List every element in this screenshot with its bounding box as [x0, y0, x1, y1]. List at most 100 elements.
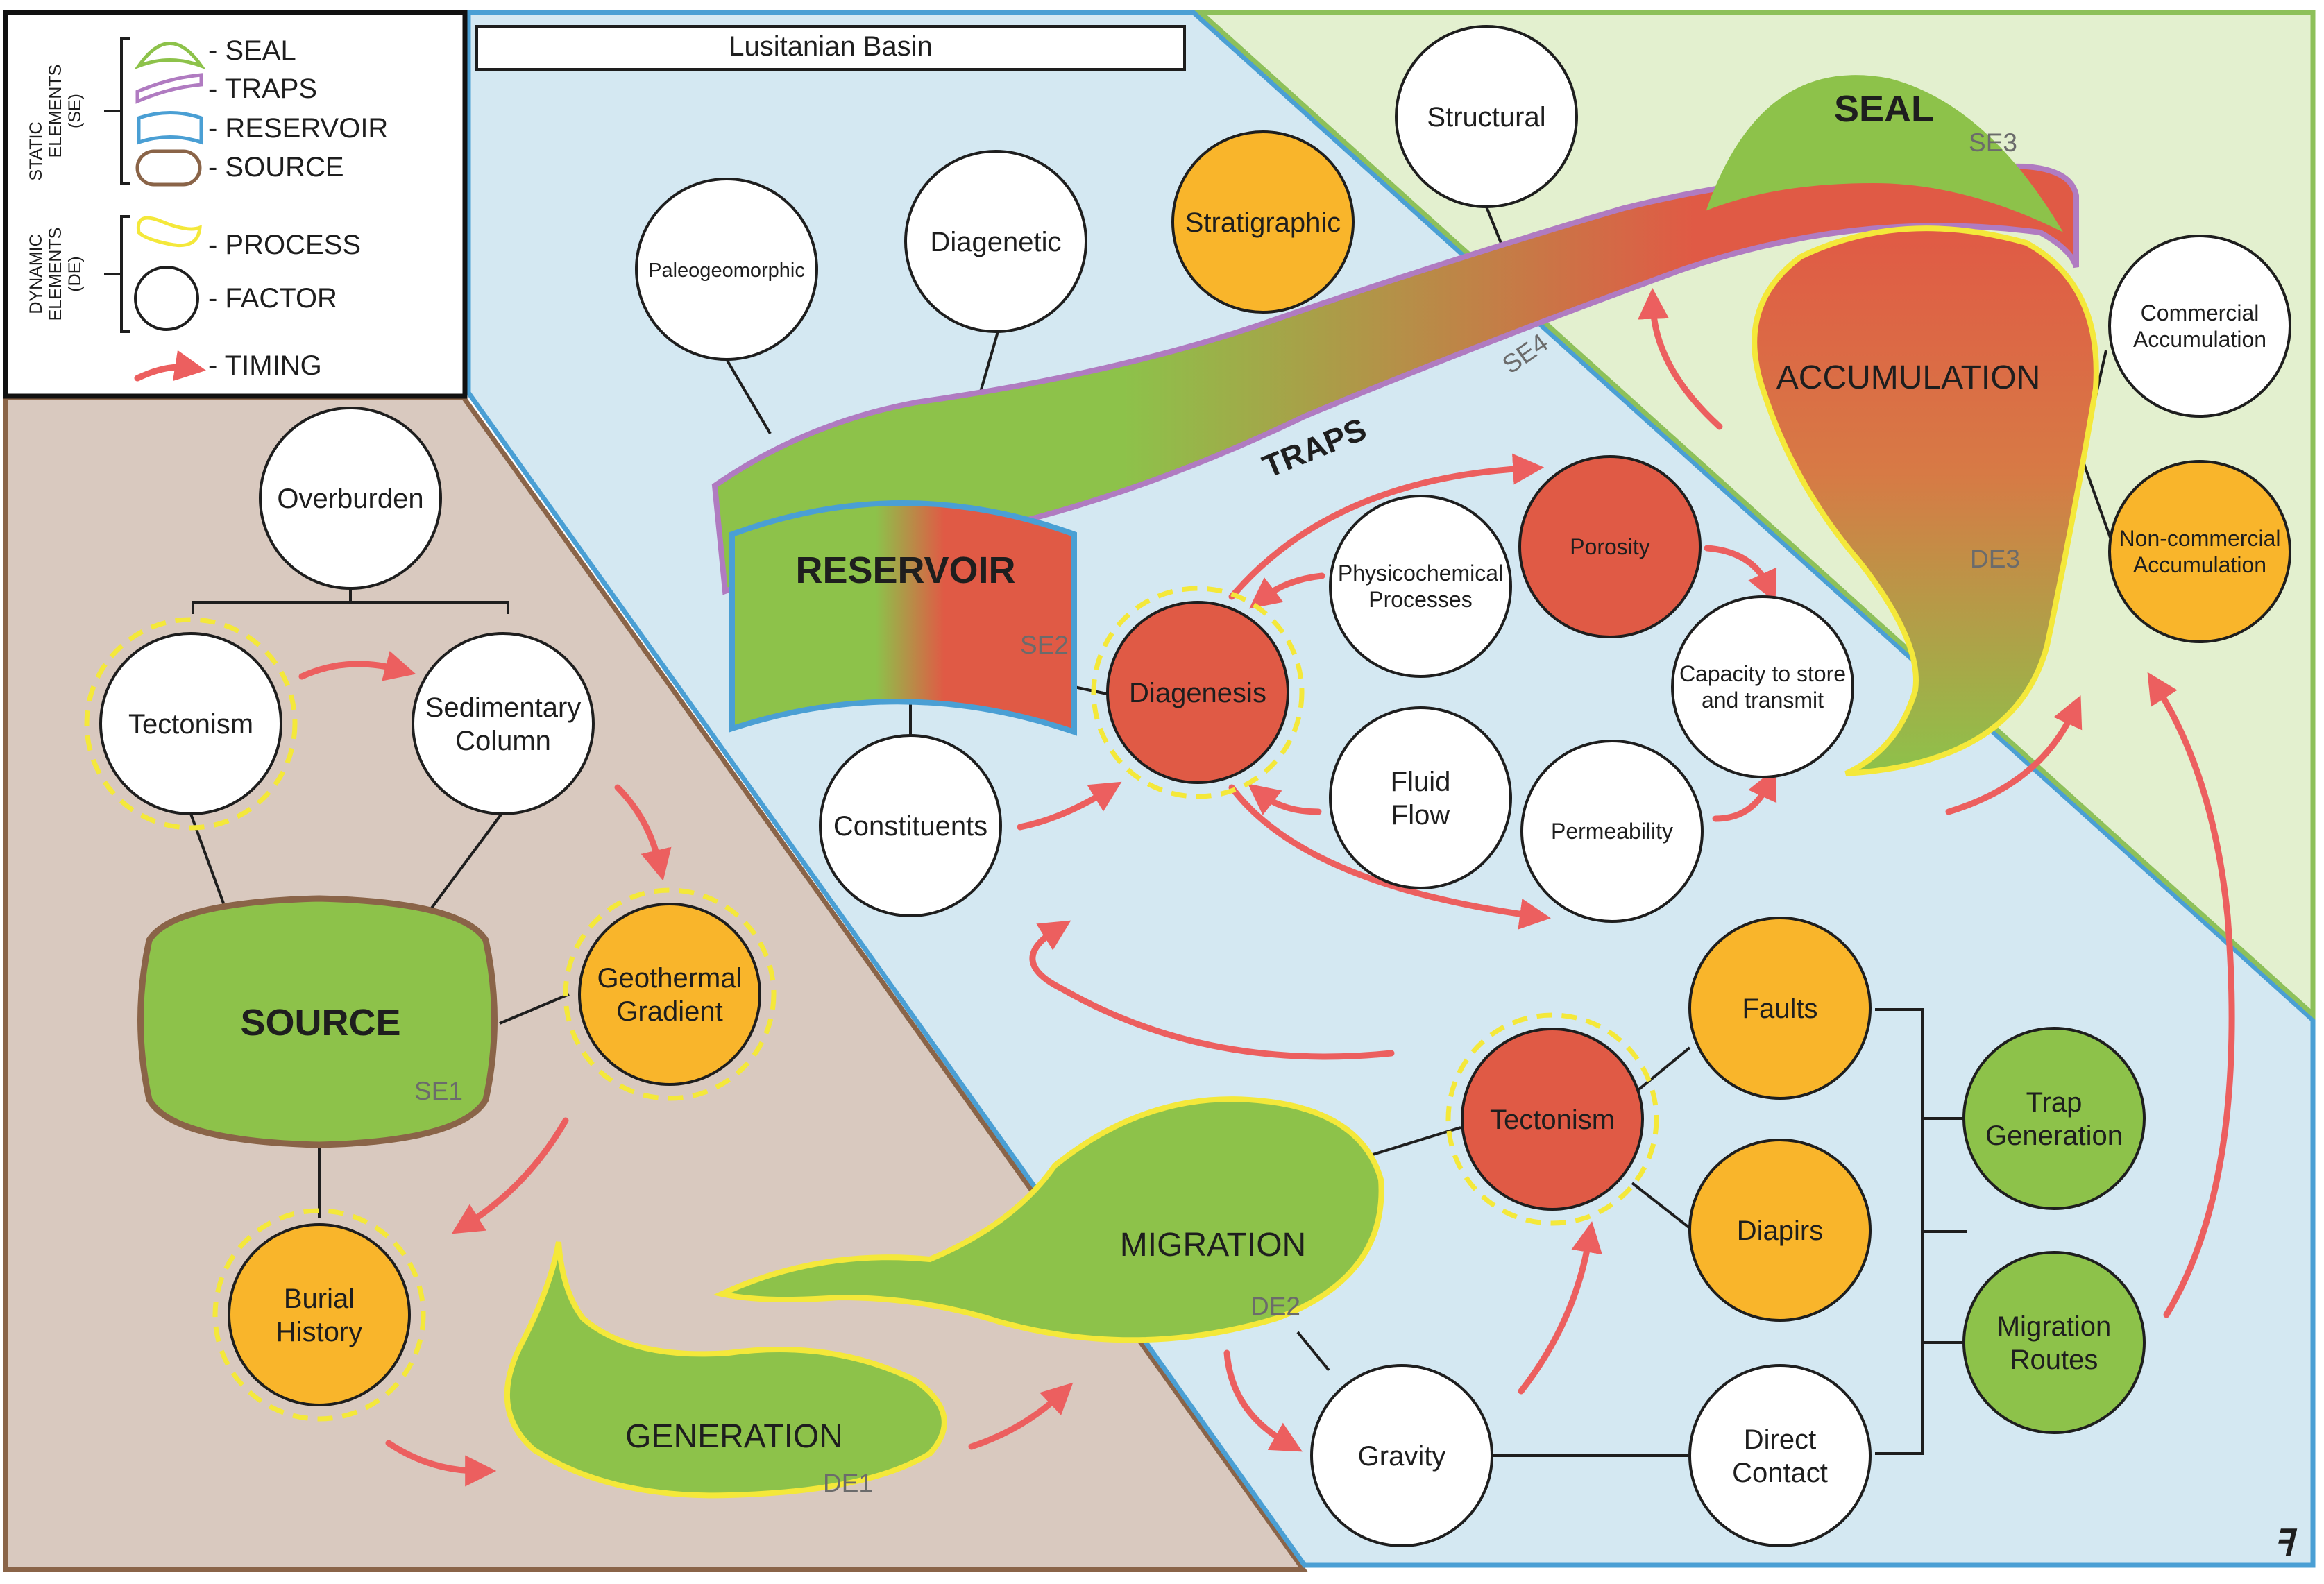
factor-structural-label: Structural [1427, 102, 1545, 133]
legend-item-timing: - TIMING [208, 350, 322, 381]
factor-diagenetic-circle [904, 150, 1087, 333]
timing-arrow [451, 1117, 569, 1234]
factor-porosity-label: Porosity [1570, 534, 1650, 559]
legend: STATIC ELEMENTS (SE) DYNAMIC ELEMENTS (D… [26, 35, 388, 382]
factor-tectonism-migration-circle [1461, 1028, 1644, 1211]
generation-shape [504, 1241, 947, 1499]
factor-geothermal-gradient-process-ring [563, 887, 777, 1101]
seal-label: SEAL [1834, 88, 1934, 130]
factor-overburden: Overburden [259, 407, 442, 590]
factor-direct-contact-label: Contact [1732, 1458, 1828, 1488]
factor-permeability-circle [1520, 740, 1704, 923]
connector-geothermal-source [499, 993, 570, 1025]
factor-diagenesis: Diagenesis [1091, 586, 1305, 799]
factor-geothermal-gradient-label: Geothermal [597, 963, 743, 994]
factor-tectonism-source-label: Tectonism [128, 709, 253, 740]
factor-burial-history-circle [228, 1223, 411, 1406]
factor-trap-generation-label: Trap [2026, 1087, 2083, 1118]
source-code: SE1 [414, 1077, 463, 1105]
connector-tectonism-source [187, 808, 227, 910]
factor-direct-contact-circle [1688, 1364, 1872, 1547]
generation-code: DE1 [823, 1469, 873, 1497]
seal-code: SE3 [1969, 128, 2017, 157]
factor-structural: Structural [1395, 25, 1578, 208]
factor-direct-contact-label: Direct [1744, 1424, 1816, 1455]
factor-sedimentary-column-circle [412, 632, 595, 815]
factor-geothermal-gradient-circle [578, 903, 761, 1086]
timing-arrow [298, 651, 416, 681]
connector-tectonism-diapirs [1631, 1182, 1691, 1229]
factor-permeability-label: Permeability [1551, 819, 1673, 844]
factor-physicochemical-circle [1329, 495, 1512, 678]
timing-arrow [968, 1382, 1074, 1450]
connector-paleo-traps [725, 358, 772, 435]
factor-diagenesis-label: Diagenesis [1129, 678, 1266, 708]
source-symbol-icon [135, 149, 202, 187]
factor-geothermal-gradient-label: Gradient [616, 996, 722, 1027]
reservoir-label: RESERVOIR [795, 550, 1015, 591]
factor-trap-generation-label: Generation [1985, 1121, 2123, 1151]
connector-sedimentary-source [425, 810, 504, 916]
timing-arrow [385, 1440, 497, 1487]
legend-item-reservoir: - RESERVOIR [208, 113, 388, 144]
accumulation-label: ACCUMULATION [1776, 359, 2040, 396]
factor-stratigraphic-label: Stratigraphic [1185, 207, 1341, 238]
factor-capacity-circle [1671, 595, 1854, 778]
factor-constituents-label: Constituents [833, 811, 987, 842]
legend-item-source: - SOURCE [208, 152, 344, 182]
legend-dynamic-bracket [104, 215, 130, 333]
connector-bracket-right [1875, 1008, 1967, 1455]
legend-static-bracket [104, 37, 130, 185]
factor-capacity-label: and transmit [1702, 688, 1824, 713]
timing-symbol-icon [134, 350, 206, 382]
timing-arrow [1249, 572, 1325, 609]
reservoir-code: SE2 [1020, 631, 1069, 659]
timing-arrow [1638, 287, 1723, 430]
factor-overburden-circle [259, 407, 442, 590]
accumulation-shape [1752, 225, 2099, 776]
factor-faults: Faults [1688, 917, 1872, 1100]
legend-static-group-line-3: (SE) [65, 94, 85, 128]
reservoir-shape [729, 500, 1077, 736]
factor-burial-history-label: History [276, 1317, 362, 1347]
factor-paleogeomorphic-label: Paleogeomorphic [648, 259, 805, 282]
factor-commercial-label: Commercial [2141, 300, 2259, 325]
timing-arrow [1518, 1221, 1602, 1395]
factor-tectonism-source-circle [99, 632, 282, 815]
factor-commercial-circle [2108, 235, 2291, 418]
title-box [475, 25, 1186, 71]
timing-arrow [1248, 783, 1322, 815]
factor-migration-routes-label: Migration [1997, 1311, 2112, 1342]
factor-stratigraphic: Stratigraphic [1171, 130, 1355, 314]
factor-porosity-circle [1518, 455, 1702, 638]
factor-sedimentary-column-label: Sedimentary [425, 692, 582, 723]
factor-diagenetic-label: Diagenetic [930, 227, 1061, 257]
legend-static-group-line-2: ELEMENTS [46, 65, 65, 158]
factor-overburden-label: Overburden [277, 484, 423, 514]
process-symbol-icon [136, 216, 202, 248]
factor-sedimentary-column-label: Column [455, 726, 551, 756]
factor-tectonism-migration-label: Tectonism [1490, 1105, 1615, 1135]
factor-gravity: Gravity [1310, 1364, 1493, 1547]
factor-porosity: Porosity [1518, 455, 1702, 638]
factor-tectonism-migration: Tectonism [1445, 1012, 1659, 1226]
factor-paleogeomorphic-circle [635, 178, 818, 361]
factor-constituents-circle [819, 734, 1002, 917]
factor-burial-history-label: Burial [284, 1284, 355, 1314]
connector-migration-gravity [1296, 1331, 1330, 1372]
timing-arrow [1228, 453, 1545, 600]
factor-non-commercial-label: Non-commercial [2119, 526, 2281, 551]
seal-shape [1706, 75, 2064, 232]
factor-paleogeomorphic: Paleogeomorphic [635, 178, 818, 361]
factor-faults-circle [1688, 917, 1872, 1100]
factor-burial-history-process-ring [212, 1208, 426, 1422]
factor-fluid-flow-circle [1329, 706, 1512, 889]
